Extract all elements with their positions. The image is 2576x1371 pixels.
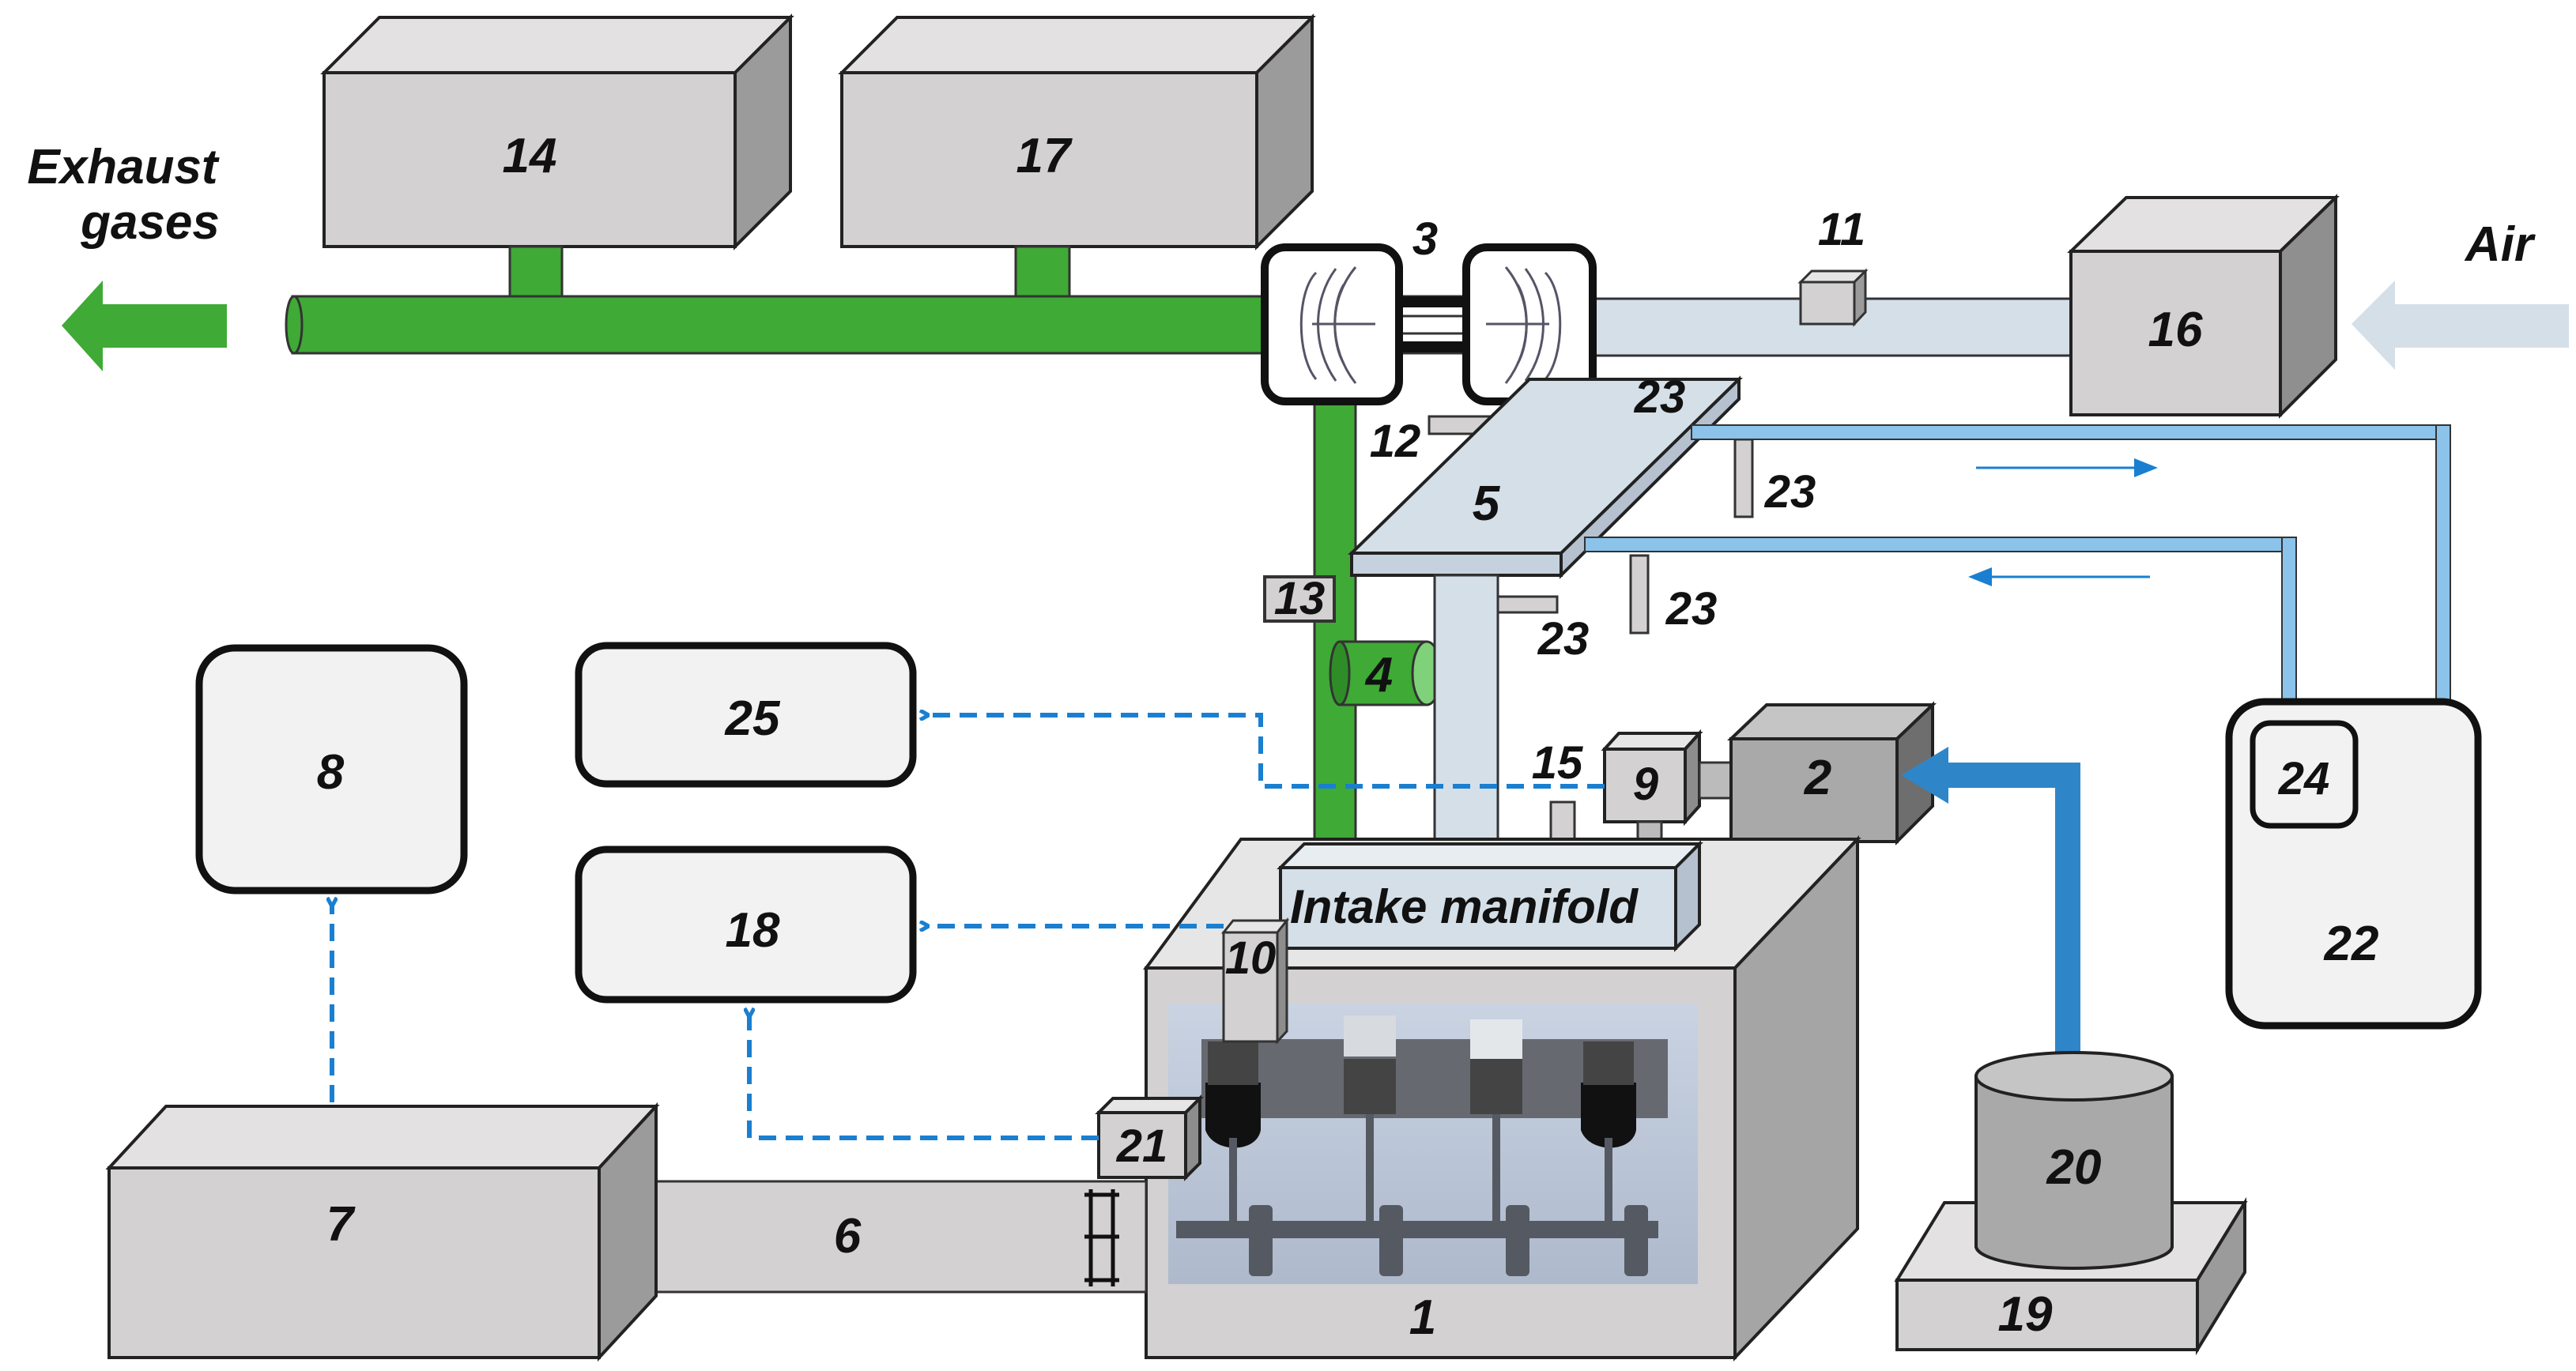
sensor-13 [1263,575,1336,623]
sensor-10 [1220,917,1290,1045]
label-19: 19 [1998,1287,2053,1342]
label-23-b: 23 [1634,371,1686,423]
label-3: 3 [1412,213,1438,265]
label-14: 14 [503,129,557,183]
label-16: 16 [2148,303,2203,357]
label-18: 18 [726,903,780,958]
label-23-c: 23 [1764,466,1816,518]
label-22: 22 [2324,917,2379,971]
sensor-23-c [1733,438,1754,518]
label-1: 1 [1409,1290,1436,1345]
intake-manifold [1277,840,1703,952]
label-11: 11 [1818,204,1865,255]
coolant-loop [1584,424,2451,702]
connector-17 [1014,245,1071,303]
device-17-box [838,13,1316,250]
label-4: 4 [1364,648,1393,702]
flow-arrow-back-head [1968,567,1992,586]
flow-arrow-out-head [2134,458,2158,477]
label-9: 9 [1633,759,1658,810]
exhaust-pipe [285,295,1278,355]
cylinder-pistons [1205,1015,1636,1148]
device-16-box [2067,194,2340,419]
label-7: 7 [326,1197,356,1252]
sensor-23-d [1629,554,1650,635]
label-10: 10 [1225,932,1277,984]
label-13: 13 [1274,573,1326,624]
device-18 [575,846,917,1004]
sensor-11 [1797,268,1869,327]
air-arrow [2352,281,2569,370]
label-6: 6 [834,1209,862,1264]
device-24 [2250,720,2359,829]
dynamometer-7 [105,1102,660,1362]
device-8 [195,644,468,895]
turbocharger-3 [1261,243,1597,405]
label-8: 8 [317,745,345,800]
shaft-6 [609,1180,1148,1294]
connector-14 [508,245,564,303]
sensor-21 [1095,1094,1204,1181]
label-intake-manifold: Intake manifold [1290,880,1639,933]
label-23-a: 23 [1537,613,1590,665]
signal-lines [332,715,1605,1140]
device-14-box [320,13,794,250]
intake-riser [1433,574,1499,849]
label-24: 24 [2278,753,2330,804]
label-exhaust-line2: gases [80,195,220,250]
label-12: 12 [1370,416,1421,467]
fuel-line [1901,747,2080,1079]
label-15: 15 [1532,737,1583,789]
label-air: Air [2464,217,2536,272]
label-20: 20 [2046,1140,2102,1195]
label-exhaust-line1: Exhaust [27,140,220,194]
label-17: 17 [1016,129,1073,183]
label-25: 25 [725,691,781,746]
device-2 [1727,701,1937,846]
exhaust-arrow [62,281,227,371]
label-21: 21 [1116,1121,1168,1172]
device-9 [1601,729,1733,843]
label-23-d: 23 [1665,583,1718,635]
label-2: 2 [1804,751,1831,805]
device-25 [575,642,917,788]
label-5: 5 [1473,476,1501,531]
fuel-tank-20 [1974,1051,2174,1270]
